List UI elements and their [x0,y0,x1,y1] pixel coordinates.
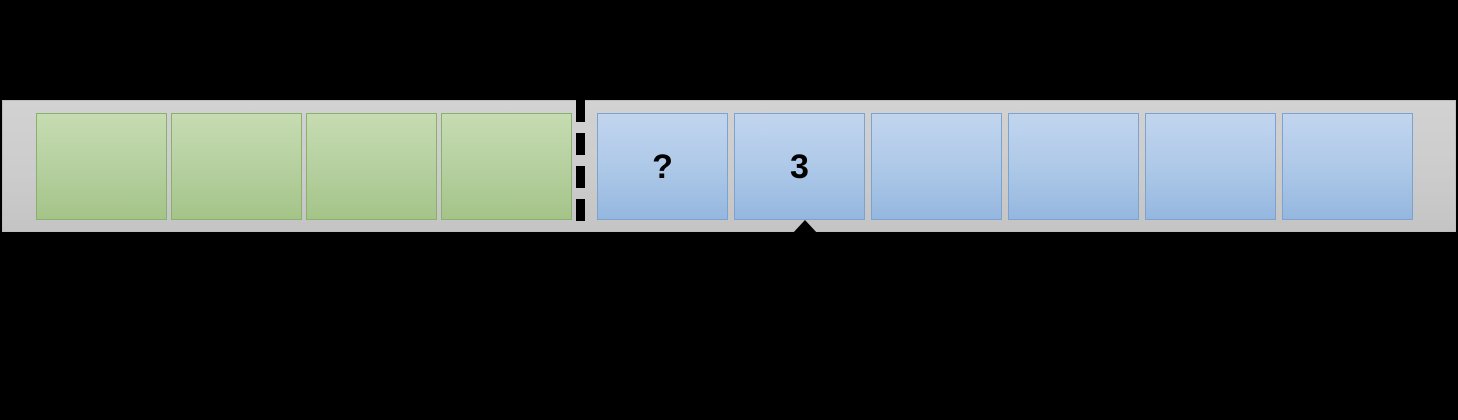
array-cell-3[interactable] [441,113,572,220]
array-cell-4[interactable]: ? [597,113,728,220]
array-cell-6[interactable] [871,113,1002,220]
array-cell-1[interactable] [171,113,302,220]
index-pointer-arrow-icon [792,220,818,234]
array-cell-0[interactable] [36,113,167,220]
array-strip: ?3 [2,100,1456,232]
partition-divider-dashed [576,100,585,233]
array-cell-label: 3 [790,147,809,186]
array-cell-label: ? [652,147,673,186]
array-cell-5[interactable]: 3 [734,113,865,220]
array-cell-9[interactable] [1282,113,1413,220]
array-cell-7[interactable] [1008,113,1139,220]
array-cell-8[interactable] [1145,113,1276,220]
array-cell-2[interactable] [306,113,437,220]
